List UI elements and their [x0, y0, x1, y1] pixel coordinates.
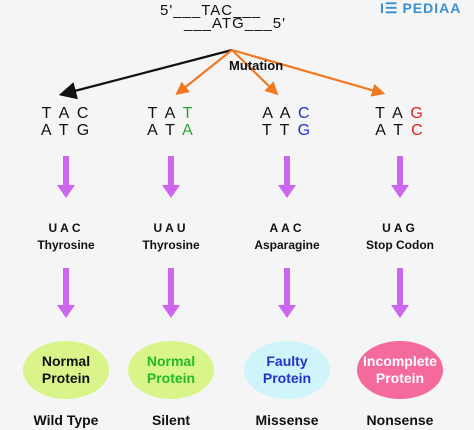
protein-line1: Incomplete	[363, 353, 437, 369]
down-arrow	[278, 156, 296, 198]
codon: UAG	[382, 221, 418, 235]
down-arrow	[278, 268, 296, 318]
nucleotide: A	[164, 105, 183, 122]
protein-line1: Faulty	[266, 353, 308, 369]
nucleotide: T	[393, 122, 412, 139]
nucleotide: T	[165, 122, 183, 139]
wildtype-translation: UAC Thyrosine	[11, 221, 121, 252]
nucleotide: T	[261, 122, 280, 139]
down-arrow	[57, 268, 75, 318]
type-label-nonsense: Nonsense	[366, 412, 434, 428]
type-label-missense: Missense	[255, 412, 319, 428]
codon: UAC	[48, 221, 84, 235]
amino-acid: Thyrosine	[37, 238, 95, 252]
nucleotide: G	[410, 105, 425, 122]
nonsense-sequence: T A G A T C	[345, 105, 455, 139]
down-arrow	[57, 156, 75, 198]
seq-bottom: A T A	[116, 122, 226, 139]
down-arrow	[162, 268, 180, 318]
amino-acid: Stop Codon	[366, 238, 434, 252]
nonsense-protein: Incomplete Protein	[357, 341, 443, 399]
seq-bottom: A T G	[11, 122, 121, 139]
seq-top: T A T	[116, 105, 226, 122]
missense-protein: Faulty Protein	[244, 341, 330, 399]
protein-line2: Protein	[41, 370, 91, 386]
nucleotide: T	[279, 122, 298, 139]
down-arrow	[391, 156, 409, 198]
nonsense-arrow	[231, 48, 386, 97]
logo-icon: I☰	[380, 0, 399, 16]
nucleotide: A	[40, 122, 59, 139]
silent-sequence: T A T A T A	[116, 105, 226, 139]
seq-bottom: A T C	[345, 122, 455, 139]
nucleotide: A	[58, 105, 77, 122]
silent-translation: UAU Thyrosine	[116, 221, 226, 252]
wildtype-sequence: T A C A T G	[11, 105, 121, 139]
silent-arrow	[175, 49, 233, 96]
type-label-silent: Silent	[151, 412, 191, 428]
down-arrow	[391, 268, 409, 318]
protein-line2: Protein	[146, 370, 196, 386]
mutation-label: Mutation	[229, 58, 284, 73]
protein-line2: Protein	[262, 370, 312, 386]
dna-bottom-strand: ___ATG___5'	[184, 15, 286, 32]
protein-line2: Protein	[375, 370, 425, 386]
nucleotide: C	[298, 105, 312, 122]
missense-arrow	[231, 49, 279, 96]
nucleotide: A	[147, 122, 166, 139]
down-arrows	[57, 156, 409, 318]
seq-top: T A G	[345, 105, 455, 122]
down-arrow	[162, 156, 180, 198]
codon: UAU	[153, 221, 189, 235]
nucleotide: A	[375, 122, 394, 139]
nucleotide: A	[279, 105, 299, 122]
nucleotide: G	[297, 122, 313, 139]
seq-bottom: T T G	[232, 122, 342, 139]
codon: AAC	[269, 221, 305, 235]
nucleotide: T	[41, 105, 59, 122]
amino-acid: Thyrosine	[142, 238, 200, 252]
silent-protein: Normal Protein	[128, 341, 214, 399]
nucleotide: A	[182, 122, 195, 139]
logo-text: PEDIAA	[402, 0, 462, 16]
nucleotide: T	[147, 105, 165, 122]
nucleotide: T	[182, 105, 195, 122]
seq-top: T A C	[11, 105, 121, 122]
wildtype-arrow	[58, 48, 233, 100]
nucleotide: T	[58, 122, 77, 139]
nucleotide: T	[375, 105, 393, 122]
missense-translation: AAC Asparagine	[232, 221, 342, 252]
nucleotide: A	[392, 105, 411, 122]
nucleotide: C	[76, 105, 91, 122]
seq-top: A A C	[232, 105, 342, 122]
wildtype-protein: Normal Protein	[23, 341, 109, 399]
nucleotide: G	[76, 122, 92, 139]
type-label-wildtype: Wild Type	[33, 412, 99, 428]
nonsense-translation: UAG Stop Codon	[345, 221, 455, 252]
nucleotide: C	[411, 122, 425, 139]
missense-sequence: A A C T T G	[232, 105, 342, 139]
nucleotide: A	[262, 105, 280, 122]
protein-line1: Normal	[146, 353, 196, 369]
dna-top-strand: 5'___TAC___	[160, 2, 262, 19]
pediaa-logo: I☰PEDIAA	[380, 0, 461, 17]
protein-line1: Normal	[41, 353, 91, 369]
amino-acid: Asparagine	[254, 238, 320, 252]
